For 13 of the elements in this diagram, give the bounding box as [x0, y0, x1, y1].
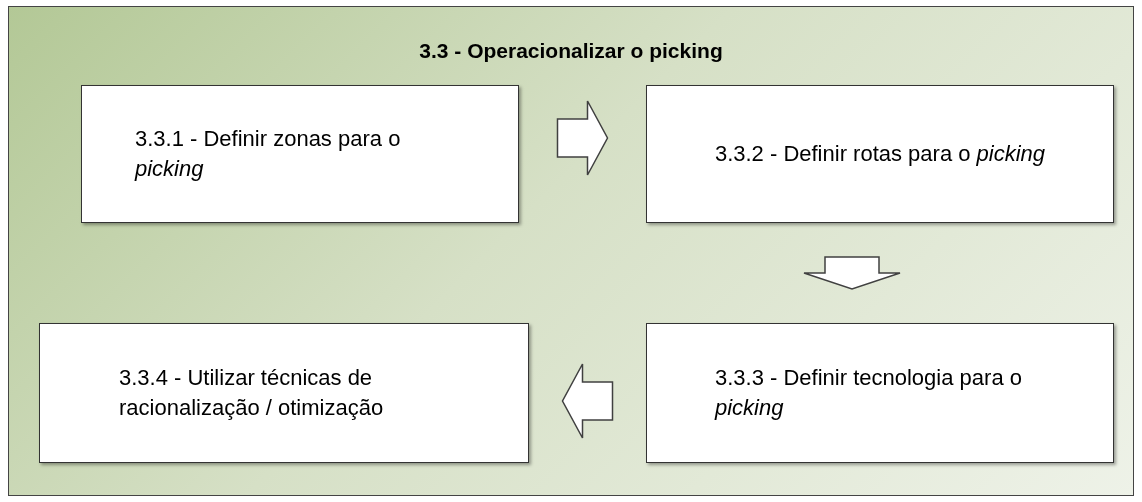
panel-title: 3.3 - Operacionalizar o picking [418, 38, 724, 64]
box-label: 3.3.3 - Definir tecnologia para o picking [715, 364, 1023, 422]
process-box [646, 85, 1114, 223]
box-label: 3.3.2 - Definir rotas para o picking [714, 140, 1046, 168]
box-label: 3.3.1 - Definir zonas para o picking [135, 125, 402, 183]
process-box [646, 323, 1114, 463]
block-arrow [561, 363, 614, 439]
block-arrow [556, 100, 609, 176]
block-arrow [803, 256, 901, 290]
box-label: 3.3.4 - Utilizar técnicas de racionalização / otimização [119, 364, 385, 422]
process-box [39, 323, 529, 463]
process-box [81, 85, 519, 223]
outer-panel [8, 6, 1134, 496]
